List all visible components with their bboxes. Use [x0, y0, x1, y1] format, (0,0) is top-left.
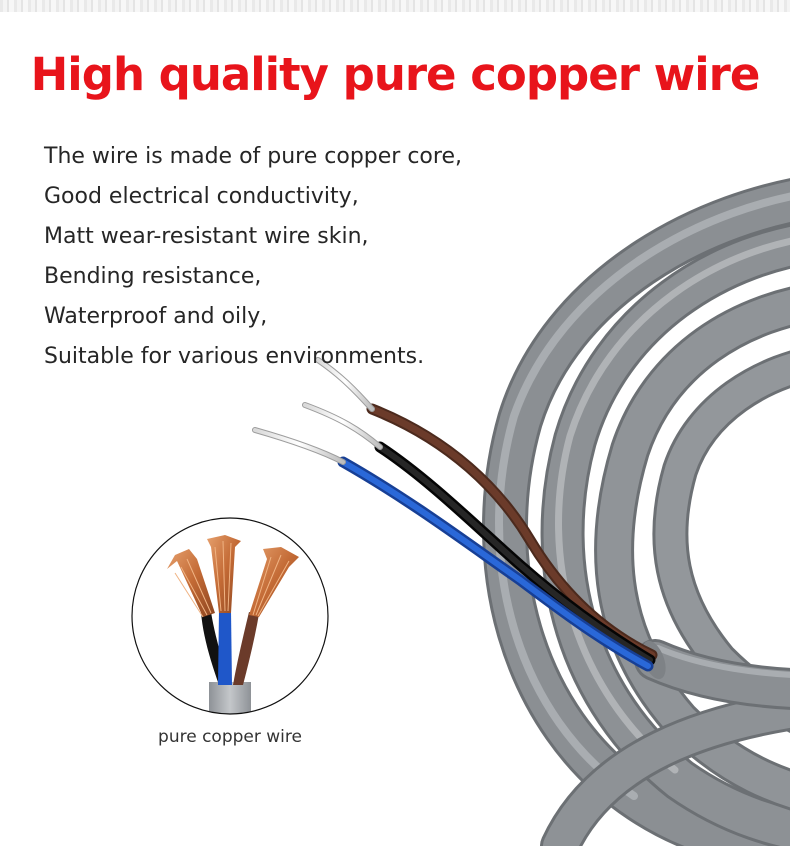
top-texture-strip [0, 0, 790, 12]
gray-jacket [209, 682, 251, 714]
feature-item: Waterproof and oily, [44, 304, 268, 329]
inner-cores [337, 403, 658, 672]
left-copper-strands [167, 549, 215, 617]
feature-item: Suitable for various environments. [44, 344, 425, 369]
feature-item: Good electrical conductivity, [44, 184, 359, 209]
blue-core-insulation [218, 610, 232, 685]
headline: High quality pure copper wire [30, 48, 761, 101]
copper-core-inset [131, 517, 329, 715]
gray-cable-coil [482, 178, 790, 846]
feature-item: Matt wear-resistant wire skin, [44, 224, 369, 249]
stripped-conductor-tips [252, 357, 383, 465]
inset-caption: pure copper wire [158, 727, 302, 747]
feature-item: The wire is made of pure copper core, [44, 144, 462, 169]
brown-core-insulation [233, 612, 259, 685]
feature-item: Bending resistance, [44, 264, 262, 289]
feature-list: The wire is made of pure copper core, Go… [44, 142, 462, 382]
